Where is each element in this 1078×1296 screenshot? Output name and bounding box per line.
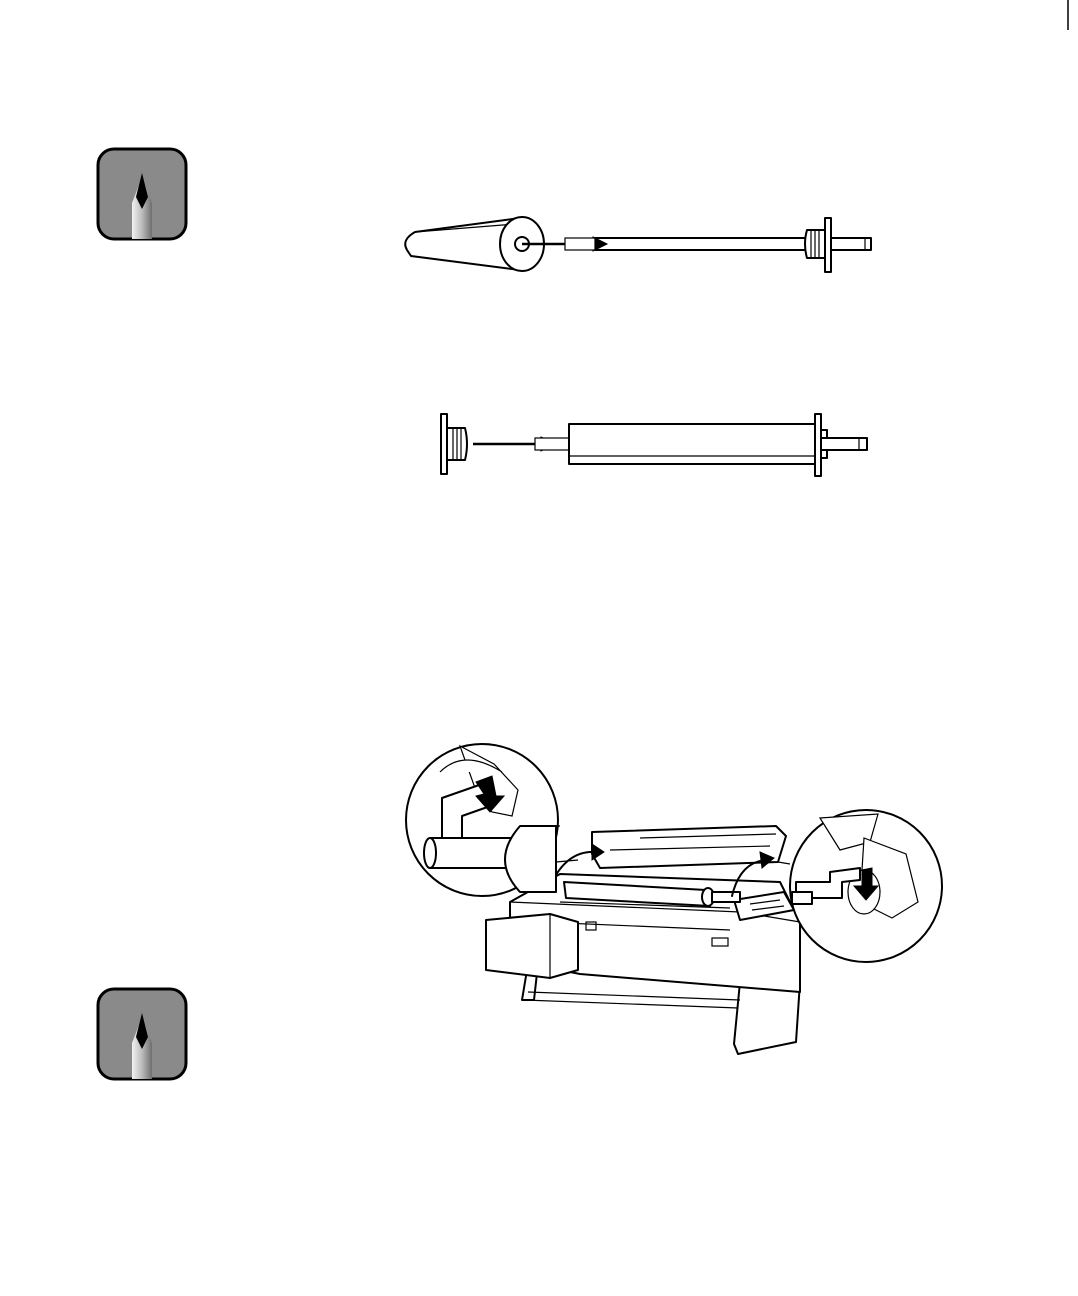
place-spindle-in-printer-illustration — [400, 742, 948, 1060]
page-corner-rule — [0, 0, 1078, 40]
roll-paper-onto-spindle-illustration — [395, 210, 895, 280]
attach-spindle-flange-illustration — [435, 410, 875, 482]
note-pencil-icon — [96, 987, 188, 1081]
note-pencil-icon — [96, 147, 188, 241]
